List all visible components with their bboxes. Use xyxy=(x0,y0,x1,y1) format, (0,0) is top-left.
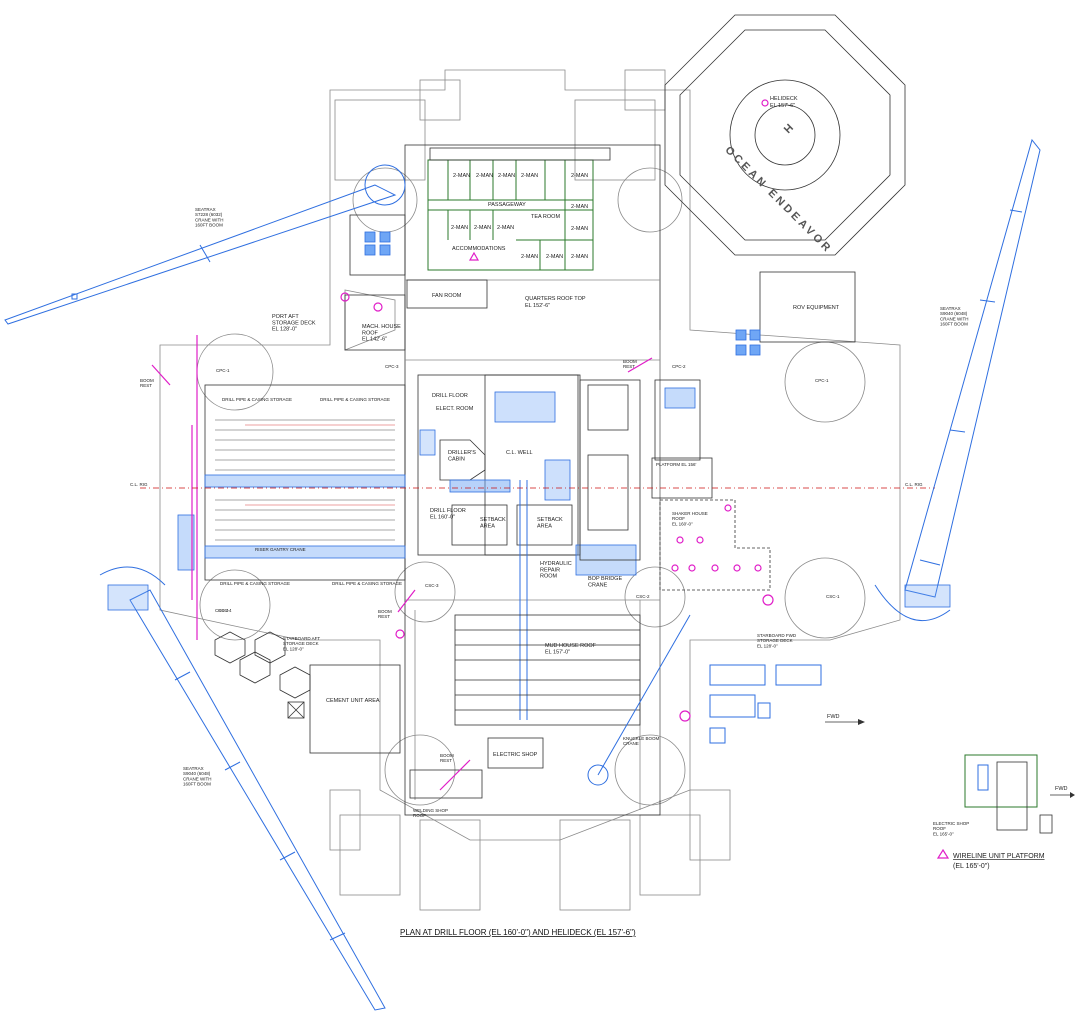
room-2man-9: 2-MAN xyxy=(497,225,514,231)
room-2man-7: 2-MAN xyxy=(451,225,468,231)
elect-room-label: ELECT. ROOM xyxy=(436,406,474,412)
column-fwd-2 xyxy=(617,167,683,233)
room-2man-5: 2-MAN xyxy=(571,173,588,179)
room-2man-1: 2-MAN xyxy=(453,173,470,179)
accommodations-block: 2-MAN 2-MAN 2-MAN 2-MAN 2-MAN 2-MAN 2-MA… xyxy=(427,147,611,271)
helideck: H OCEAN ENDEAVOR HELIDECK EL 157'-6" xyxy=(664,14,906,256)
centerline-label-stbd: C.L. RIG xyxy=(905,482,923,487)
room-2man-6: 2-MAN xyxy=(571,204,588,210)
dp-storage-label-3: DRILL PIPE & CASING STORAGE xyxy=(220,581,290,586)
platform-label: PLATFORM EL 156' xyxy=(656,462,697,467)
helideck-elevation: EL 157'-6" xyxy=(770,103,795,109)
fwd-arrow-2-label: FWD xyxy=(1055,786,1068,792)
column-csc2 xyxy=(624,566,686,628)
room-2man-4: 2-MAN xyxy=(521,173,538,179)
drill-floor-top-label: DRILL FLOOR xyxy=(432,393,468,399)
quarters-roof-label: QUARTERS ROOF TOP xyxy=(525,296,586,302)
cl-well-label: C.L. WELL xyxy=(506,450,533,456)
fwd-arrow-label: FWD xyxy=(827,714,840,720)
csc3-label: CSC-3 xyxy=(425,583,439,588)
room-2man-11: 2-MAN xyxy=(521,254,538,260)
csc4-label: CSC-4 xyxy=(215,608,229,613)
hull-outline xyxy=(159,69,901,911)
room-2man-13: 2-MAN xyxy=(571,254,588,260)
wireline-elevation: (EL 165'-0") xyxy=(953,863,990,870)
passageway-label: PASSAGEWAY xyxy=(488,202,526,208)
drawing-title: PLAN AT DRILL FLOOR (EL 160'-0") AND HEL… xyxy=(400,928,636,937)
cement-unit-label: CEMENT UNIT AREA xyxy=(326,698,380,704)
csc2-label: CSC-2 xyxy=(636,594,650,599)
csc4b-label: CSC-4 xyxy=(218,608,232,613)
room-2man-8: 2-MAN xyxy=(474,225,491,231)
dp-storage-label-4: DRILL PIPE & CASING STORAGE xyxy=(332,581,402,586)
cpc1-port-label: CPC-1 xyxy=(216,368,230,373)
column-aft-2 xyxy=(614,734,686,806)
cpc2-label: CPC-2 xyxy=(672,364,686,369)
centerline-label-port: C.L. RIG xyxy=(130,482,148,487)
accommodations-label: ACCOMMODATIONS xyxy=(452,246,506,252)
column-fwd-1 xyxy=(352,167,418,233)
cpc3-label: CPC-3 xyxy=(385,364,399,369)
room-2man-2: 2-MAN xyxy=(476,173,493,179)
helideck-circle xyxy=(729,79,841,191)
dp-storage-label-1: DRILL PIPE & CASING STORAGE xyxy=(222,397,292,402)
room-2man-12: 2-MAN xyxy=(546,254,563,260)
helideck-label: HELIDECK xyxy=(770,96,798,102)
quarters-roof-elevation: EL 152'-6" xyxy=(525,303,550,309)
column-csc3 xyxy=(394,561,456,623)
helideck-name: OCEAN ENDEAVOR xyxy=(723,144,835,256)
room-2man-3: 2-MAN xyxy=(498,173,515,179)
cpc1-stbd-label: CPC-1 xyxy=(815,378,829,383)
fan-room-label: FAN ROOM xyxy=(432,293,462,299)
pipe-storage-area: DRILL PIPE & CASING STORAGE DRILL PIPE &… xyxy=(140,335,439,640)
electric-shop-label: ELECTRIC SHOP xyxy=(493,752,538,758)
riser-gantry-label: RISER GANTRY CRANE xyxy=(255,547,306,552)
room-2man-10: 2-MAN xyxy=(571,226,588,232)
upper-area: FAN ROOM QUARTERS ROOF TOP EL 152'-6" MA… xyxy=(272,214,856,356)
column-csc1 xyxy=(784,557,866,639)
rov-label: ROV EQUIPMENT xyxy=(793,305,840,311)
fwd-arrow: FWD xyxy=(825,714,865,725)
csc1-label: CSC-1 xyxy=(826,594,840,599)
dp-storage-label-2: DRILL PIPE & CASING STORAGE xyxy=(320,397,390,402)
column-csc4 xyxy=(199,569,271,641)
wireline-title: WIRELINE UNIT PLATFORM xyxy=(953,853,1045,860)
helideck-h-marker: H xyxy=(779,121,795,137)
tea-room-label: TEA ROOM xyxy=(531,214,560,220)
